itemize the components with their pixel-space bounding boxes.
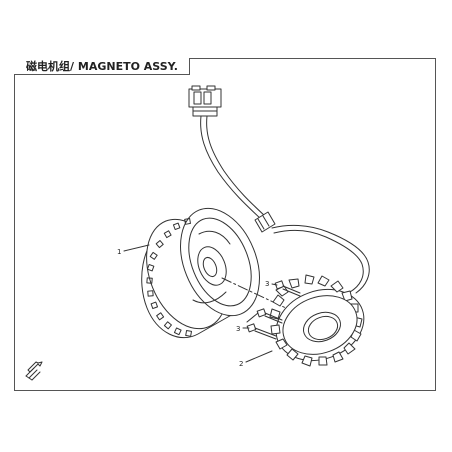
bolt-upper (274, 280, 301, 297)
leader-line-2 (245, 350, 273, 363)
callout-2: 2 (239, 360, 243, 368)
connector-plug (188, 85, 222, 117)
wire-harness (200, 115, 370, 294)
stator (269, 274, 365, 367)
diagram-frame (14, 58, 436, 391)
flywheel-rotor (141, 207, 260, 339)
orientation-arrow-icon (25, 361, 43, 381)
callout-3-upper: 3 (265, 280, 269, 288)
bolt-lower (246, 323, 277, 340)
diagram-title: 磁电机组/ MAGNETO ASSY. (26, 60, 178, 73)
leader-line-3-mid (246, 312, 259, 323)
callout-3-lower: 3 (236, 325, 240, 333)
flywheel-teeth (146, 218, 192, 337)
callout-1: 1 (117, 248, 121, 256)
title-box: 磁电机组/ MAGNETO ASSY. (14, 58, 190, 75)
leader-line-3-upper (271, 283, 278, 286)
bolt-middle (256, 308, 283, 324)
wire-grommet (254, 211, 276, 233)
leader-line-1 (123, 244, 150, 252)
